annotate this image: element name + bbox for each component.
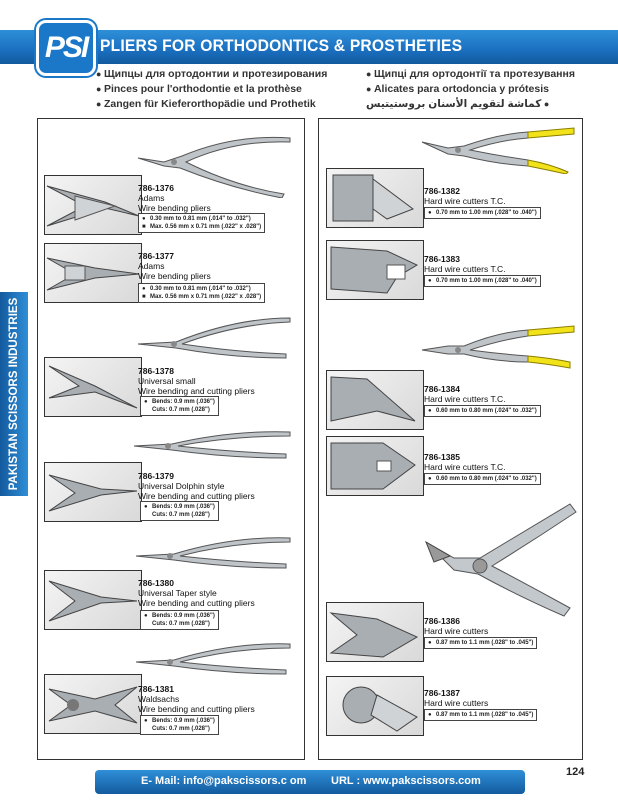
- product-closeup-photo: [44, 357, 142, 417]
- plier-drawing: [134, 530, 294, 574]
- product-code: 786-1383: [424, 254, 460, 264]
- product-name: Adams: [138, 193, 165, 203]
- footer-contact-band: E- Mail: info@pakscissors.c om URL : www…: [95, 770, 525, 794]
- spec-box: ●0.60 mm to 0.80 mm (.024" to .032"): [424, 473, 541, 485]
- spec-box: ●0.87 mm to 1.1 mm (.028" to .045"): [424, 637, 538, 649]
- product-code: 786-1386: [424, 616, 460, 626]
- spec-box: ●0.87 mm to 1.1 mm (.028" to .045"): [424, 709, 538, 721]
- plier-drawing: [136, 312, 294, 362]
- product-closeup-photo: [326, 370, 424, 430]
- product-name: Adams: [138, 261, 165, 271]
- product-description: Hard wire cutters: [424, 626, 489, 636]
- spec-box: ●Bends: 0.9 mm (.036") Cuts: 0.7 mm (.02…: [140, 715, 219, 735]
- page-number: 124: [566, 766, 585, 778]
- product-info: 786-1383 Hard wire cutters T.C.: [424, 254, 506, 274]
- plier-drawing: [132, 424, 294, 464]
- product-closeup-photo: [44, 674, 142, 734]
- product-description: Hard wire cutters: [424, 698, 489, 708]
- plier-drawing: [418, 126, 576, 174]
- product-closeup-photo: [326, 240, 424, 300]
- subtitle-french: Pinces pour l'orthodontie et la prothèse: [96, 83, 366, 95]
- product-closeup-photo: [326, 436, 424, 496]
- product-code: 786-1378: [138, 366, 174, 376]
- product-code: 786-1380: [138, 578, 174, 588]
- product-info: 786-1376 Adams Wire bending pliers: [138, 183, 211, 213]
- page-title: PLIERS FOR ORTHODONTICS & PROSTHETIES: [100, 36, 463, 55]
- subtitle-russian: Щипцы для ортодонтии и протезирования: [96, 68, 366, 80]
- spec-box: ●Bends: 0.9 mm (.036") Cuts: 0.7 mm (.02…: [140, 501, 219, 521]
- product-closeup-photo: [44, 462, 142, 522]
- subtitle-german: Zangen für Kieferorthopädie und Protheti…: [96, 98, 366, 110]
- product-code: 786-1377: [138, 251, 174, 261]
- product-name: Universal small: [138, 376, 196, 386]
- product-info: 786-1386 Hard wire cutters: [424, 616, 488, 636]
- product-info: 786-1387 Hard wire cutters: [424, 688, 488, 708]
- subtitle-ukrainian: Щипці для ортодонтії та протезування: [366, 68, 596, 80]
- spec-box: ●Bends: 0.9 mm (.036") Cuts: 0.7 mm (.02…: [140, 610, 219, 630]
- product-info: 786-1377 Adams Wire bending pliers: [138, 251, 211, 281]
- product-code: 786-1387: [424, 688, 460, 698]
- product-code: 786-1381: [138, 684, 174, 694]
- side-band: [0, 292, 28, 496]
- product-closeup-photo: [44, 570, 142, 630]
- plier-drawing: [420, 498, 580, 618]
- product-info: 786-1384 Hard wire cutters T.C.: [424, 384, 506, 404]
- spec-box: ●0.30 mm to 0.81 mm (.014" to .032") ■Ma…: [138, 283, 266, 303]
- product-info: 786-1378 Universal small Wire bending an…: [138, 366, 255, 396]
- product-description: Hard wire cutters T.C.: [424, 264, 506, 274]
- product-description: Wire bending pliers: [138, 203, 211, 213]
- product-name: Waldsachs: [138, 694, 180, 704]
- product-info: 786-1382 Hard wire cutters T.C.: [424, 186, 506, 206]
- product-description: Wire bending and cutting pliers: [138, 598, 255, 608]
- product-description: Wire bending and cutting pliers: [138, 491, 255, 501]
- subtitle-spanish: Alicates para ortodoncia y prótesis: [366, 83, 596, 95]
- product-description: Hard wire cutters T.C.: [424, 196, 506, 206]
- header-band: [0, 30, 618, 64]
- product-code: 786-1384: [424, 384, 460, 394]
- product-info: 786-1381 Waldsachs Wire bending and cutt…: [138, 684, 255, 714]
- footer-url[interactable]: URL : www.pakscissors.com: [331, 775, 481, 787]
- product-description: Wire bending pliers: [138, 271, 211, 281]
- plier-drawing: [134, 128, 294, 198]
- product-info: 786-1379 Universal Dolphin style Wire be…: [138, 471, 255, 501]
- product-code: 786-1379: [138, 471, 174, 481]
- product-closeup-photo: [326, 602, 424, 662]
- product-name: Universal Dolphin style: [138, 481, 225, 491]
- plier-drawing: [134, 636, 294, 680]
- product-description: Hard wire cutters T.C.: [424, 462, 506, 472]
- product-closeup-photo: [326, 676, 424, 736]
- spec-box: ●0.70 mm to 1.00 mm (.028" to .040"): [424, 207, 541, 219]
- product-closeup-photo: [44, 243, 142, 303]
- subtitle-arabic: كماشة لتقويم الأسنان بروستيتيس: [366, 98, 596, 110]
- plier-drawing: [418, 322, 576, 370]
- product-info: 786-1385 Hard wire cutters T.C.: [424, 452, 506, 472]
- spec-box: ●0.30 mm to 0.81 mm (.014" to .032") ■Ma…: [138, 213, 266, 233]
- product-code: 786-1385: [424, 452, 460, 462]
- product-description: Wire bending and cutting pliers: [138, 704, 255, 714]
- product-description: Wire bending and cutting pliers: [138, 386, 255, 396]
- product-description: Hard wire cutters T.C.: [424, 394, 506, 404]
- product-name: Universal Taper style: [138, 588, 217, 598]
- product-closeup-photo: [326, 168, 424, 228]
- product-info: 786-1380 Universal Taper style Wire bend…: [138, 578, 255, 608]
- product-code: 786-1376: [138, 183, 174, 193]
- spec-box: ●0.60 mm to 0.80 mm (.024" to .032"): [424, 405, 541, 417]
- spec-box: ●0.70 mm to 1.00 mm (.028" to .040"): [424, 275, 541, 287]
- footer-email[interactable]: E- Mail: info@pakscissors.c om: [141, 775, 307, 787]
- product-code: 786-1382: [424, 186, 460, 196]
- side-label: PAKISTAN SCISSORS INDUSTRIES: [8, 297, 20, 491]
- product-closeup-photo: [44, 175, 142, 235]
- spec-box: ●Bends: 0.9 mm (.036") Cuts: 0.7 mm (.02…: [140, 396, 219, 416]
- brand-logo: PSI: [36, 20, 96, 76]
- multilingual-subtitles: Щипцы для ортодонтии и протезирования Щи…: [96, 68, 596, 110]
